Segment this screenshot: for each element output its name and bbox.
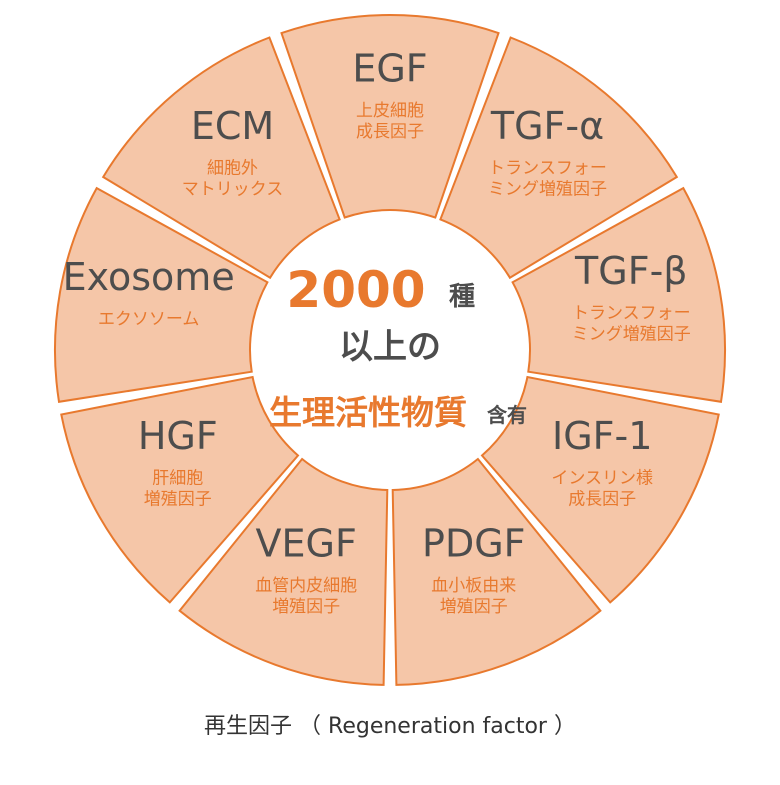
segment-title: ECM [191, 104, 274, 148]
segment-subtitle: 増殖因子 [144, 490, 212, 510]
segment-subtitle: マトリックス [182, 179, 284, 199]
center-count-unit: 種 [449, 282, 475, 312]
segment-subtitle: 増殖因子 [440, 597, 508, 617]
center-line2: 以上の [339, 327, 441, 367]
segment-title: VEGF [256, 522, 357, 566]
segment-subtitle: 増殖因子 [272, 597, 340, 617]
segment-subtitle: トランスフォー [488, 158, 607, 178]
segment-title: HGF [138, 414, 218, 458]
segment-subtitle: エクソソーム [98, 310, 200, 330]
segment-subtitle: 上皮細胞 [356, 101, 424, 121]
segment-subtitle: 血管内皮細胞 [255, 576, 357, 596]
segment-title: TGF-α [490, 104, 604, 148]
segment-title: PDGF [422, 522, 525, 566]
center-highlight: 生理活性物質 [269, 393, 467, 432]
segment-subtitle: 血小板由来 [431, 576, 516, 596]
segment-title: IGF-1 [552, 414, 652, 458]
segment-subtitle: 成長因子 [356, 122, 424, 142]
caption: 再生因子 （ Regeneration factor ） [204, 714, 576, 739]
segment-shape [511, 186, 726, 403]
segment-subtitle: トランスフォー [572, 304, 691, 324]
segment-subtitle: インスリン様 [551, 469, 653, 489]
segment-shape [391, 457, 602, 686]
center-count: 2000 [286, 261, 425, 319]
segment-title: Exosome [63, 255, 235, 299]
center-suffix: 含有 [487, 403, 527, 427]
segment-title: TGF-β [574, 249, 687, 293]
center-label: 2000 種 以上の 生理活性物質 含有 [269, 261, 527, 432]
segment-shape [60, 375, 300, 604]
segment-shape [101, 36, 341, 280]
segment-subtitle: 成長因子 [568, 490, 636, 510]
segment-title: EGF [352, 47, 427, 91]
segment-shape [480, 375, 720, 604]
segment-shape [280, 14, 500, 219]
segment-shape [178, 457, 389, 686]
segment-subtitle: 細胞外 [207, 158, 258, 178]
segment-shape [54, 186, 269, 403]
segment-subtitle: 肝細胞 [152, 469, 203, 489]
segment-subtitle: ミング増殖因子 [488, 179, 607, 199]
segment-shape [439, 36, 679, 280]
segment-subtitle: ミング増殖因子 [572, 325, 691, 345]
segment: Exosome エクソソーム [54, 186, 269, 403]
